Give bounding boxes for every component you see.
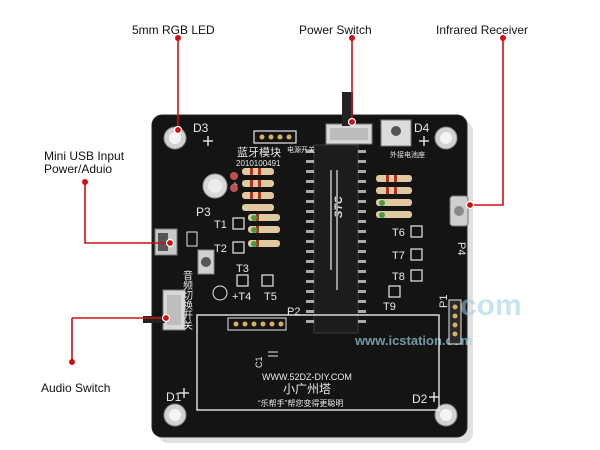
audio-jack — [197, 249, 215, 275]
label-d4: D4 — [414, 121, 430, 135]
label-audio-switch-cn: 音频切换开关 — [181, 269, 193, 331]
label-url: WWW.52DZ-DIY.COM — [262, 372, 352, 382]
resistors-right — [376, 175, 412, 218]
label-t2: T2 — [214, 243, 227, 255]
label-ext-battery: 外接电池座 — [390, 150, 425, 159]
header-p1 — [448, 299, 462, 345]
mounting-hole-bottom-right — [434, 403, 458, 427]
label-c1: C1 — [254, 356, 264, 368]
label-t1: T1 — [214, 219, 227, 231]
label-d3: D3 — [193, 121, 209, 135]
label-power-switch-cn: 电源开关 — [287, 145, 315, 154]
label-tower-name: 小广州塔 — [283, 382, 331, 396]
ir-receiver — [449, 195, 469, 227]
label-p3: P3 — [196, 205, 211, 219]
label-t8: T8 — [392, 271, 405, 283]
label-bluetooth-module: 蓝牙模块 — [237, 146, 281, 159]
label-t4: +T4 — [232, 291, 251, 303]
label-d2: D2 — [412, 392, 428, 406]
header-p2 — [227, 317, 287, 331]
display-outline — [196, 314, 440, 411]
label-bluetooth-date: 2010100491 — [236, 159, 281, 168]
label-t7: T7 — [392, 250, 405, 262]
mounting-hole-bottom-left — [163, 403, 187, 427]
pcb-board — [151, 114, 468, 438]
label-t6: T6 — [392, 227, 405, 239]
callout-infrared-receiver: Infrared Receiver — [436, 23, 529, 37]
label-p2: P2 — [287, 306, 300, 318]
watermark-text: com — [460, 289, 522, 322]
watermark-url: www.icstation.com — [354, 333, 472, 348]
power-switch-lever — [342, 92, 353, 126]
callout-usb-line2: Power/Aduio — [44, 162, 113, 176]
label-t9: T9 — [383, 301, 396, 313]
callout-usb-line1: Mini USB Input — [44, 149, 125, 163]
callout-power-switch: Power Switch — [299, 23, 372, 37]
callout-audio-switch: Audio Switch — [41, 381, 111, 395]
callout-rgb-led: 5mm RGB LED — [132, 23, 215, 37]
label-p4: P4 — [455, 242, 467, 255]
audio-switch-body — [143, 289, 186, 331]
chip-label: STC — [333, 195, 345, 218]
label-t3: T3 — [236, 263, 249, 275]
label-t5: T5 — [264, 291, 277, 303]
pointer-lines — [71, 38, 504, 362]
mounting-hole-top-right — [434, 126, 458, 150]
label-slogan: “乐帮手”帮您变得更聪明 — [258, 398, 343, 408]
label-d1: D1 — [166, 390, 182, 404]
label-p1: P1 — [438, 295, 450, 308]
bluetooth-header — [253, 130, 297, 144]
capacitor — [202, 173, 228, 199]
